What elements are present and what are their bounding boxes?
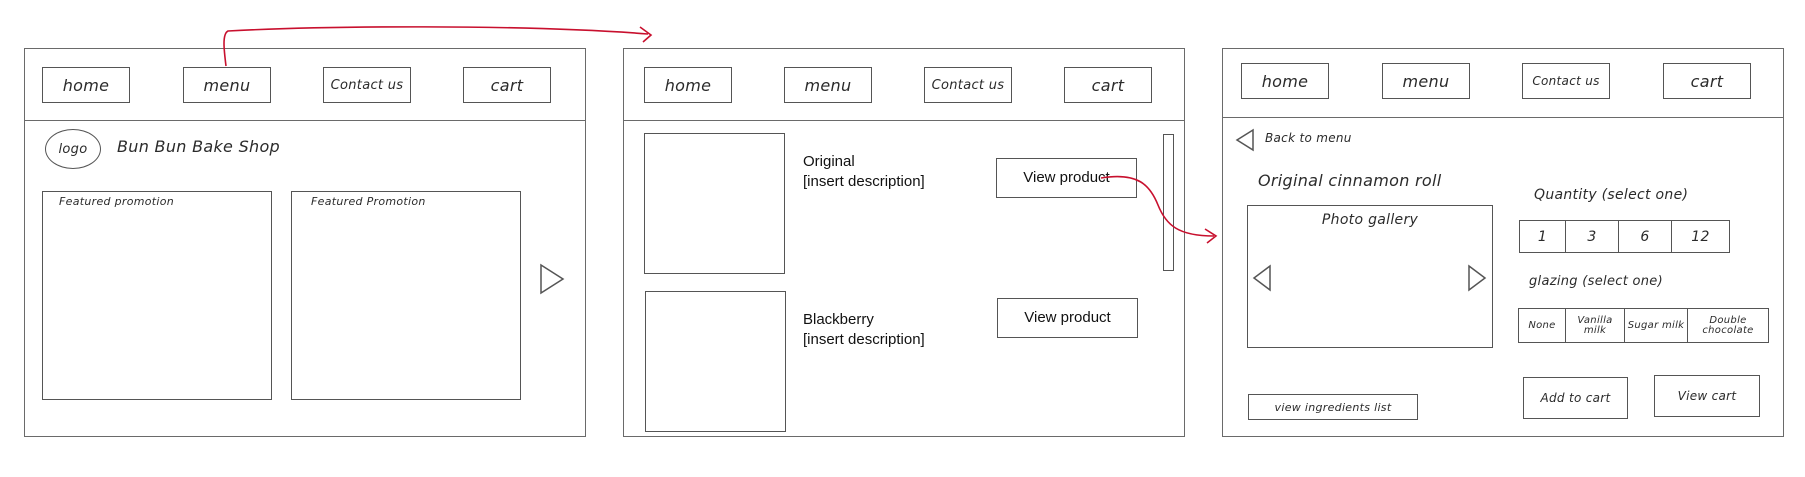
back-arrow-icon[interactable] xyxy=(1235,128,1255,152)
nav-menu-button[interactable]: menu xyxy=(183,67,271,103)
menu-navbar: home menu Contact us cart xyxy=(624,49,1184,121)
quantity-label: Quantity (select one) xyxy=(1534,187,1689,203)
quantity-option[interactable]: 3 xyxy=(1565,221,1618,252)
scrollbar[interactable] xyxy=(1163,134,1174,271)
gallery-next-arrow-icon[interactable] xyxy=(1467,264,1487,292)
view-product-button[interactable]: View product xyxy=(997,298,1138,338)
glazing-selector: None Vanilla milk Sugar milk Double choc… xyxy=(1518,308,1769,343)
nav-home-button[interactable]: home xyxy=(644,67,732,103)
product-description: [insert description] xyxy=(803,331,925,348)
view-ingredients-button[interactable]: view ingredients list xyxy=(1248,394,1418,420)
quantity-option[interactable]: 1 xyxy=(1537,228,1548,245)
back-to-menu-link[interactable]: Back to menu xyxy=(1265,131,1352,145)
logo-circle[interactable]: logo xyxy=(45,129,101,169)
nav-cart-button[interactable]: cart xyxy=(1663,63,1751,99)
product-navbar: home menu Contact us cart xyxy=(1223,49,1783,118)
product-page-frame: home menu Contact us cart Back to menu O… xyxy=(1222,48,1784,437)
photo-gallery-label: Photo gallery xyxy=(1321,212,1419,228)
product-name: Blackberry xyxy=(803,311,874,328)
view-product-button[interactable]: View product xyxy=(996,158,1137,198)
product-name: Original xyxy=(803,153,855,170)
nav-cart-button[interactable]: cart xyxy=(463,67,551,103)
glazing-label: glazing (select one) xyxy=(1529,274,1663,289)
carousel-next-arrow-icon[interactable] xyxy=(539,263,565,295)
glazing-option[interactable]: Sugar milk xyxy=(1624,309,1687,342)
product-title: Original cinnamon roll xyxy=(1258,171,1442,190)
glazing-option[interactable]: Double chocolate xyxy=(1687,309,1768,342)
menu-page-frame: home menu Contact us cart Original [inse… xyxy=(623,48,1185,437)
featured-promotion-card[interactable]: Featured promotion xyxy=(42,191,272,400)
product-image-placeholder xyxy=(645,291,786,432)
view-cart-button[interactable]: View cart xyxy=(1654,375,1760,417)
featured-promotion-label: Featured promotion xyxy=(59,195,175,208)
nav-contact-button[interactable]: Contact us xyxy=(924,67,1012,103)
nav-cart-button[interactable]: cart xyxy=(1064,67,1152,103)
view-product-arrow-head xyxy=(1204,228,1218,244)
nav-menu-button[interactable]: menu xyxy=(784,67,872,103)
home-page-frame: home menu Contact us cart logo Bun Bun B… xyxy=(24,48,586,437)
home-navbar: home menu Contact us cart xyxy=(25,49,585,121)
quantity-option[interactable]: 12 xyxy=(1671,221,1729,252)
quantity-selector: 1 3 6 12 xyxy=(1519,220,1730,253)
gallery-prev-arrow-icon[interactable] xyxy=(1252,264,1272,292)
nav-menu-button[interactable]: menu xyxy=(1382,63,1470,99)
shop-name: Bun Bun Bake Shop xyxy=(117,137,281,156)
glazing-option[interactable]: Vanilla milk xyxy=(1565,309,1624,342)
nav-home-button[interactable]: home xyxy=(42,67,130,103)
featured-promotion-card[interactable]: Featured Promotion xyxy=(291,191,521,400)
nav-home-button[interactable]: home xyxy=(1241,63,1329,99)
add-to-cart-button[interactable]: Add to cart xyxy=(1523,377,1628,419)
menu-arrow-head xyxy=(639,26,653,43)
product-description: [insert description] xyxy=(803,173,925,190)
nav-contact-button[interactable]: Contact us xyxy=(1522,63,1610,99)
product-image-placeholder xyxy=(644,133,785,274)
photo-gallery[interactable]: Photo gallery xyxy=(1247,205,1493,348)
quantity-option[interactable]: 6 xyxy=(1618,221,1671,252)
featured-promotion-label: Featured Promotion xyxy=(311,195,426,208)
glazing-option[interactable]: None xyxy=(1528,319,1556,331)
nav-contact-button[interactable]: Contact us xyxy=(323,67,411,103)
